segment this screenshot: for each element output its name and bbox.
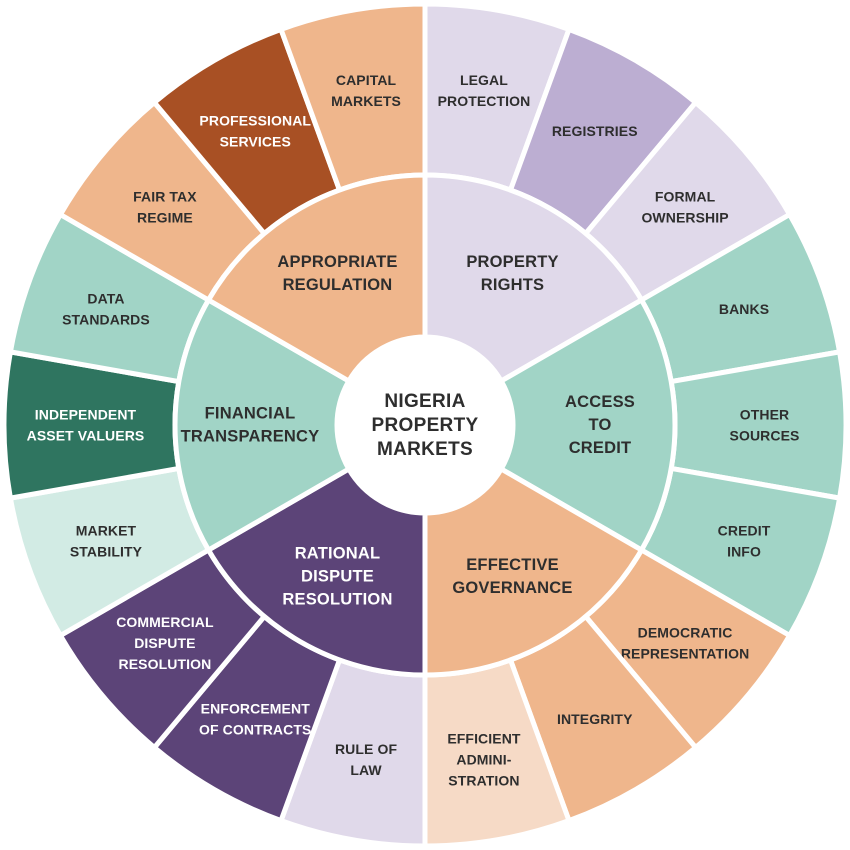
segment-commercial-dispute-resolution-label-line: COMMERCIAL (116, 614, 214, 630)
segment-democratic-representation-label-line: DEMOCRATIC (638, 625, 733, 641)
segment-independent-asset-valuers-label: INDEPENDENT ASSET VALUERS (27, 407, 145, 444)
segment-capital-markets-label-line: MARKETS (331, 93, 401, 109)
segment-democratic-representation-label: DEMOCRATIC REPRESENTATION (621, 625, 749, 662)
segment-credit-info-label-line: INFO (727, 544, 761, 560)
segment-legal-protection-label-line: PROTECTION (438, 93, 531, 109)
pillar-effective-governance-label-line: GOVERNANCE (452, 579, 572, 597)
segment-professional-services-label-line: SERVICES (220, 133, 291, 149)
pillar-rational-dispute-resolution-label-line: RESOLUTION (282, 591, 392, 609)
segment-formal-ownership-label: FORMAL OWNERSHIP (641, 188, 728, 225)
segment-banks-label-line: BANKS (719, 301, 769, 317)
segment-fair-tax-regime-label: FAIR TAX REGIME (133, 188, 197, 225)
segment-rule-of-law-label-line: LAW (350, 762, 382, 778)
segment-professional-services-label-line: PROFESSIONAL (199, 112, 311, 128)
segment-other-sources-label-line: OTHER (740, 407, 790, 423)
segment-fair-tax-regime-label-line: REGIME (137, 209, 193, 225)
center-title-line: PROPERTY (372, 415, 479, 436)
pillar-rational-dispute-resolution-label-line: DISPUTE (301, 568, 374, 586)
segment-other-sources-label: OTHER SOURCES (730, 407, 800, 444)
pillar-property-rights-label-line: PROPERTY (466, 253, 558, 271)
segment-independent-asset-valuers-label-line: INDEPENDENT (35, 407, 137, 423)
segment-registries-label: REGISTRIES (552, 123, 638, 139)
pillar-property-rights-label: PROPERTY RIGHTS (466, 253, 558, 294)
segment-integrity-label-line: INTEGRITY (557, 711, 633, 727)
pillar-financial-transparency-label-line: FINANCIAL (205, 405, 296, 423)
segment-registries-label-line: REGISTRIES (552, 123, 638, 139)
segment-legal-protection-label-line: LEGAL (460, 72, 508, 88)
segment-market-stability-label-line: STABILITY (70, 544, 143, 560)
segment-democratic-representation-label-line: REPRESENTATION (621, 646, 749, 662)
center-title-line: NIGERIA (384, 391, 465, 412)
segment-fair-tax-regime-label-line: FAIR TAX (133, 188, 197, 204)
segment-other-sources-label-line: SOURCES (730, 428, 800, 444)
segment-legal-protection-label: LEGAL PROTECTION (438, 72, 531, 109)
pillar-property-rights-label-line: RIGHTS (481, 276, 545, 294)
pillar-appropriate-regulation-label: APPROPRIATE REGULATION (277, 253, 397, 294)
segment-efficient-admini-stration-label-line: EFFICIENT (447, 730, 521, 746)
center-circle (337, 337, 513, 513)
pillar-effective-governance-label: EFFECTIVE GOVERNANCE (452, 556, 572, 597)
segment-market-stability-label: MARKET STABILITY (70, 523, 143, 560)
segment-market-stability-label-line: MARKET (76, 523, 137, 539)
segment-enforcement-of-contracts-label-line: OF CONTRACTS (199, 722, 311, 738)
segment-professional-services-label: PROFESSIONAL SERVICES (199, 112, 311, 149)
segment-enforcement-of-contracts-label-line: ENFORCEMENT (201, 701, 311, 717)
segment-efficient-admini-stration-label: EFFICIENT ADMINI- STRATION (447, 730, 521, 788)
segment-capital-markets-label-line: CAPITAL (336, 72, 397, 88)
pillar-effective-governance-label-line: EFFECTIVE (466, 556, 559, 574)
segment-capital-markets-label: CAPITAL MARKETS (331, 72, 401, 109)
segment-formal-ownership-label-line: OWNERSHIP (641, 209, 728, 225)
segment-commercial-dispute-resolution-label-line: DISPUTE (134, 635, 195, 651)
pillar-appropriate-regulation-label-line: APPROPRIATE (277, 253, 397, 271)
segment-credit-info-label: CREDIT INFO (718, 523, 771, 560)
segment-banks-label: BANKS (719, 301, 769, 317)
pillar-rational-dispute-resolution-label: RATIONAL DISPUTE RESOLUTION (282, 545, 392, 609)
pillar-access-to-credit-label-line: CREDIT (569, 439, 632, 457)
segment-formal-ownership-label-line: FORMAL (655, 188, 716, 204)
pillar-access-to-credit-label: ACCESS TO CREDIT (565, 393, 635, 457)
center-title: NIGERIA PROPERTY MARKETS (372, 391, 479, 460)
segment-rule-of-law-label-line: RULE OF (335, 741, 397, 757)
segment-commercial-dispute-resolution-label: COMMERCIAL DISPUTE RESOLUTION (116, 614, 214, 672)
segment-credit-info-label-line: CREDIT (718, 523, 771, 539)
segment-commercial-dispute-resolution-label-line: RESOLUTION (119, 656, 212, 672)
segment-data-standards-label-line: DATA (87, 290, 124, 306)
segment-data-standards-label: DATA STANDARDS (62, 290, 150, 327)
pillar-financial-transparency-label-line: TRANSPARENCY (181, 428, 320, 446)
segment-data-standards-label-line: STANDARDS (62, 311, 150, 327)
pillar-financial-transparency-label: FINANCIAL TRANSPARENCY (181, 405, 320, 446)
pillar-access-to-credit-label-line: TO (588, 416, 611, 434)
segment-independent-asset-valuers-label-line: ASSET VALUERS (27, 428, 145, 444)
center-hub: NIGERIA PROPERTY MARKETS (337, 337, 513, 513)
segment-integrity-label: INTEGRITY (557, 711, 633, 727)
pillar-rational-dispute-resolution-label-line: RATIONAL (295, 545, 381, 563)
pillar-access-to-credit-label-line: ACCESS (565, 393, 635, 411)
segment-rule-of-law-label: RULE OF LAW (335, 741, 397, 778)
segment-enforcement-of-contracts-label: ENFORCEMENT OF CONTRACTS (199, 701, 311, 738)
pillar-appropriate-regulation-label-line: REGULATION (283, 276, 393, 294)
segment-efficient-admini-stration-label-line: ADMINI- (456, 751, 511, 767)
segment-efficient-admini-stration-label-line: STRATION (448, 772, 519, 788)
inner-ring: PROPERTY RIGHTS ACCESS TO CREDIT EFFECTIVE GOV… (172, 172, 678, 678)
center-title-line: MARKETS (377, 439, 473, 460)
